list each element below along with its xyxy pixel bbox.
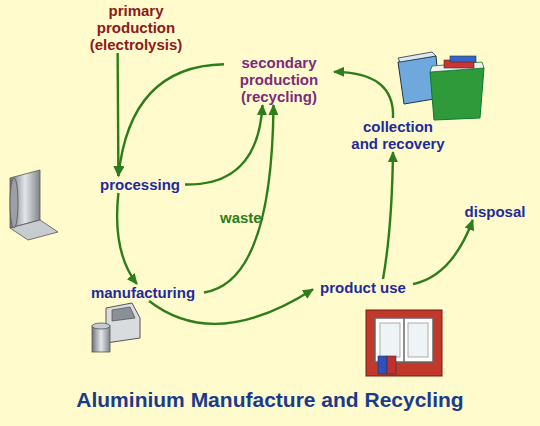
flow-arrow — [383, 152, 393, 279]
door-window — [112, 307, 135, 321]
flow-arrow — [413, 220, 473, 284]
flow-arrow — [117, 193, 137, 284]
window-pane — [408, 323, 428, 357]
node-text: disposal — [458, 203, 532, 220]
bin-rim — [398, 52, 436, 62]
sheet-panel — [10, 220, 58, 240]
can — [387, 356, 396, 374]
node-text: manufacturing — [82, 284, 204, 301]
sheet-panel — [10, 170, 40, 228]
car-door — [106, 303, 140, 343]
node-text: processing — [95, 176, 185, 193]
diagram-title: Aluminium Manufacture and Recycling — [0, 387, 540, 413]
can-stripe — [450, 56, 476, 62]
window-frame — [375, 318, 433, 362]
secondary-production-node: secondary production (recycling) — [224, 54, 334, 105]
flow-arrow — [334, 72, 393, 118]
sheet-roll-icon — [10, 170, 58, 240]
window-pane — [380, 323, 400, 357]
flow-arrow — [118, 64, 224, 176]
can — [378, 356, 387, 374]
product-use-node: product use — [313, 279, 413, 296]
roll-end — [10, 178, 18, 228]
window-bar — [403, 318, 405, 362]
flow-arrow — [149, 289, 313, 324]
node-text: collection and recovery — [348, 118, 448, 152]
primary-production-node: primary production (electrolysis) — [82, 2, 190, 53]
collection-node: collection and recovery — [348, 118, 448, 152]
window-wall-icon — [366, 310, 442, 376]
can-top — [92, 323, 110, 329]
disposal-node: disposal — [458, 203, 532, 220]
processing-node: processing — [95, 176, 185, 193]
can — [92, 326, 110, 352]
node-text: primary production (electrolysis) — [82, 2, 190, 53]
bin — [430, 68, 484, 120]
manufacturing-node: manufacturing — [82, 284, 204, 301]
flow-arrow — [116, 53, 119, 176]
node-text: secondary production (recycling) — [224, 54, 334, 105]
flow-arrow — [204, 105, 274, 293]
edge-label: waste — [220, 209, 262, 226]
product-parts-icon — [92, 303, 140, 352]
recycling-bins-icon — [398, 52, 484, 120]
brick-wall — [366, 310, 442, 376]
flow-arrow — [185, 105, 263, 185]
node-text: product use — [313, 279, 413, 296]
